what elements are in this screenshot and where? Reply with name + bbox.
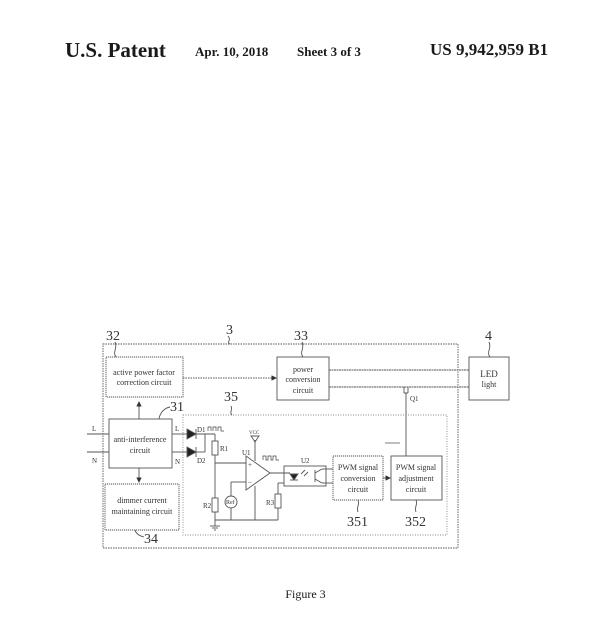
patent-header-title: U.S. Patent (65, 38, 166, 62)
optocoupler-u2 (283, 465, 327, 487)
apfc-block (105, 356, 184, 398)
ref-numeral-352: 352 (405, 515, 426, 530)
leader-351 (356, 499, 360, 513)
leader-34 (134, 529, 145, 538)
ref-numeral-3: 3 (226, 323, 233, 338)
label-u1: U1 (242, 449, 251, 457)
anti-int-label-line2: circuit (130, 446, 151, 455)
pwm-adjustment-block (390, 455, 443, 501)
ref-numeral-35: 35 (224, 390, 238, 405)
pwm-conv-label-line2: conversion (340, 474, 375, 483)
label-r2: R2 (203, 502, 212, 510)
q1-transistor (403, 387, 409, 394)
leader-33 (301, 341, 304, 358)
led-label-line2: light (482, 380, 497, 389)
label-q1: Q1 (410, 395, 419, 403)
opamp-minus: − (248, 479, 252, 487)
ref-numeral-34: 34 (144, 532, 158, 547)
label-u2: U2 (301, 457, 310, 465)
label-d2: D2 (197, 457, 206, 465)
lighting-driver-box (102, 343, 459, 549)
leader-4 (488, 341, 491, 358)
anti-interference-block (108, 418, 173, 469)
label-r3: R3 (266, 499, 275, 507)
pwm-adj-label-line1: PWM signal (396, 463, 437, 472)
pwm-adj-label-line2: adjustment (398, 474, 434, 483)
resistor-r3 (274, 493, 282, 509)
anti-int-label-line1: anti-interference (114, 435, 167, 444)
sheet-number: Sheet 3 of 3 (297, 44, 361, 59)
ref-numeral-351: 351 (347, 515, 368, 530)
dimmer-label-line1: dimmer current (117, 496, 167, 505)
dimmer-current-block (104, 483, 180, 531)
pwm-conv-label-line3: circuit (348, 485, 369, 494)
label-d1: D1 (197, 426, 206, 434)
opamp-plus: + (248, 461, 252, 469)
ref-numeral-4: 4 (485, 329, 492, 344)
label-ref: Ref (226, 499, 235, 506)
figure-caption: Figure 3 (285, 587, 326, 601)
ref-numeral-33: 33 (294, 329, 308, 344)
ref-numeral-31: 31 (170, 400, 184, 415)
waveform-opamp-out (262, 455, 279, 461)
label-vcc: VCC (249, 431, 260, 436)
pwm-conv-label-line1: PWM signal (338, 463, 379, 472)
terminal-out-n: N (175, 458, 180, 466)
patent-number: US 9,942,959 B1 (430, 40, 549, 59)
ref-numeral-32: 32 (106, 329, 120, 344)
waveform-rectified (207, 426, 224, 432)
resistor-r2 (211, 497, 219, 513)
dimmer-label-line2: maintaining circuit (112, 507, 173, 516)
leader-35 (230, 405, 233, 416)
power-conv-label-line2: conversion (285, 375, 320, 384)
terminal-in-l: L (92, 425, 96, 433)
terminal-out-l: L (175, 425, 179, 433)
leader-352 (414, 499, 418, 513)
leader-3 (227, 335, 231, 345)
terminal-in-n: N (92, 457, 97, 465)
pwm-adj-label-line3: circuit (406, 485, 427, 494)
opamp-u1 (245, 455, 271, 491)
apfc-label-line1: active power factor (113, 368, 175, 377)
control-circuit-box (182, 414, 448, 536)
power-conv-label-line1: power (293, 365, 313, 374)
diode-d1 (186, 428, 197, 440)
leader-31 (158, 406, 171, 420)
apfc-label-line2: correction circuit (117, 378, 173, 387)
resistor-r1 (211, 440, 219, 456)
led-label-line1: LED (480, 369, 498, 379)
diode-d2 (186, 446, 197, 458)
leader-32 (114, 341, 117, 358)
led-light-block (468, 356, 510, 401)
label-r1: R1 (220, 445, 229, 453)
patent-date: Apr. 10, 2018 (195, 44, 269, 59)
power-conv-label-line3: circuit (293, 386, 314, 395)
